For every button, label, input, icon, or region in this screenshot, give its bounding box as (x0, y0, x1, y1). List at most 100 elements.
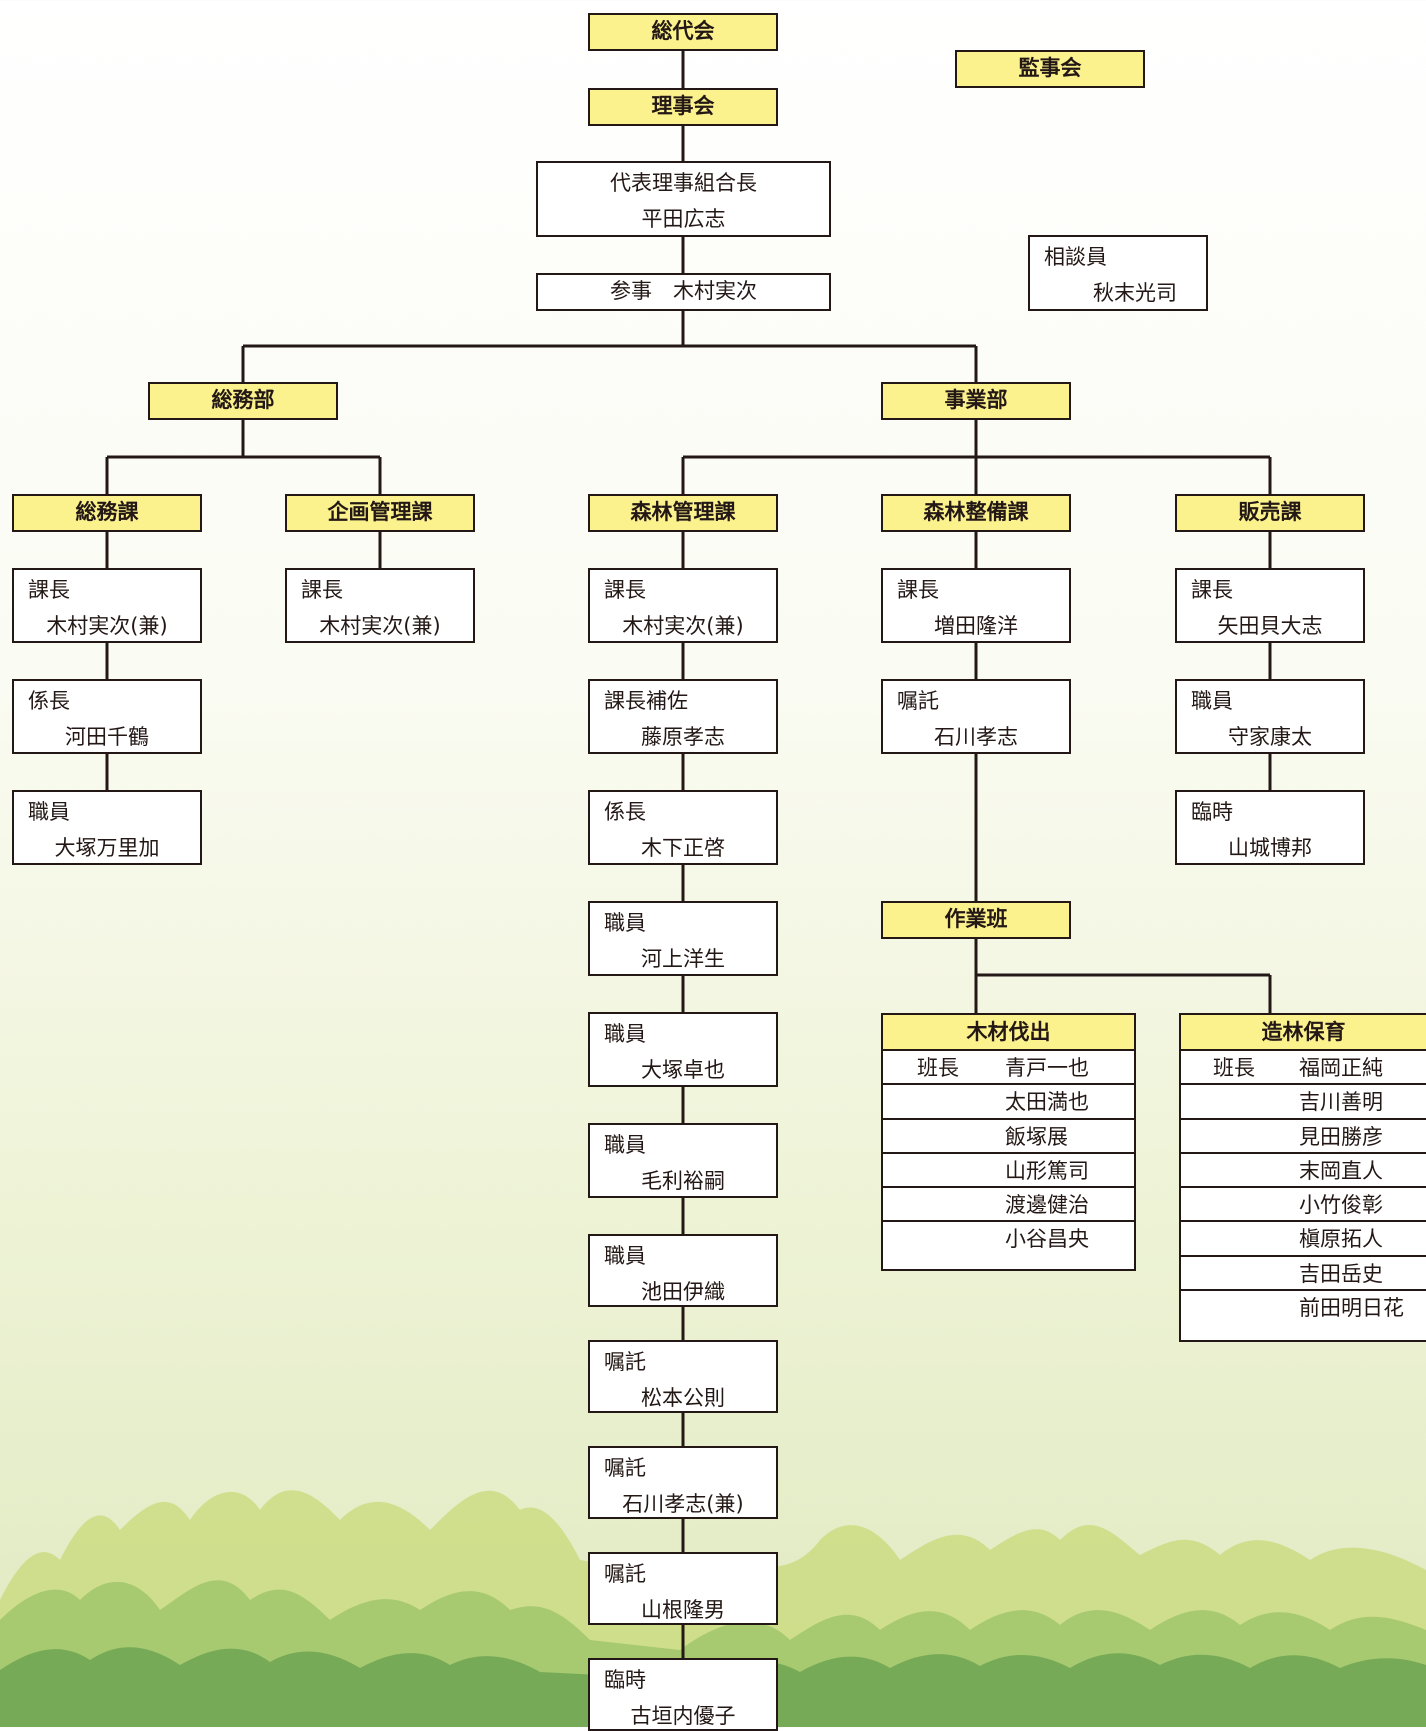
staff-box: 職員 池田伊織 (588, 1234, 778, 1307)
team-row: 班長 福岡正純 (1181, 1051, 1426, 1086)
president-name: 平田広志 (641, 207, 726, 231)
team-row: 小竹俊彰 (1181, 1188, 1426, 1223)
section-shinrin-seibi: 森林整備課 (881, 494, 1071, 532)
team-member: 渡邊健治 (1005, 1193, 1089, 1218)
staff-box: 係長 木下正啓 (588, 790, 778, 865)
general-assembly-box: 総代会 (588, 13, 778, 51)
staff-role: 臨時 (1191, 800, 1233, 824)
section-soumu: 総務課 (12, 494, 202, 532)
counselor-box: 参事 木村実次 (536, 273, 831, 311)
team-member: 小谷昌央 (1005, 1227, 1089, 1252)
staff-box: 職員 河上洋生 (588, 901, 778, 976)
staff-role: 嘱託 (897, 689, 939, 713)
staff-box: 係長 河田千鶴 (12, 679, 202, 754)
advisor-title: 相談員 (1044, 245, 1107, 269)
staff-box: 職員 守家康太 (1175, 679, 1365, 754)
staff-name: 山城博邦 (1228, 836, 1312, 860)
staff-role: 職員 (604, 1133, 646, 1157)
team-row: 太田満也 (883, 1085, 1134, 1120)
staff-box: 嘱託 山根隆男 (588, 1552, 778, 1625)
staff-box: 課長 木村実次(兼) (12, 568, 202, 643)
section-kikaku: 企画管理課 (285, 494, 475, 532)
staff-name: 山根隆男 (641, 1598, 725, 1622)
team-member: 福岡正純 (1299, 1056, 1383, 1080)
team-row: 班長青戸一也 (883, 1051, 1134, 1086)
team-member: 吉田岳史 (1299, 1261, 1383, 1286)
staff-box: 職員 大塚万里加 (12, 790, 202, 865)
staff-name: 毛利裕嗣 (641, 1169, 725, 1193)
team-row: 渡邊健治 (883, 1188, 1134, 1223)
staff-name: 松本公則 (641, 1386, 725, 1410)
staff-role: 課長 (28, 578, 70, 602)
staff-box: 課長 増田隆洋 (881, 568, 1071, 643)
dept-operations: 事業部 (881, 382, 1071, 420)
staff-box: 職員 大塚卓也 (588, 1012, 778, 1087)
team-member: 槇原拓人 (1299, 1227, 1383, 1252)
staff-role: 嘱託 (604, 1350, 646, 1374)
dept-general-affairs: 総務部 (148, 382, 338, 420)
staff-name: 河上洋生 (641, 947, 725, 971)
team-member: 末岡直人 (1299, 1158, 1383, 1183)
team-member: 青戸一也 (1005, 1056, 1089, 1080)
team-row: 前田明日花 (1181, 1291, 1426, 1325)
staff-name: 矢田貝大志 (1217, 614, 1323, 638)
staff-box: 臨時 古垣内優子 (588, 1658, 778, 1731)
staff-name: 藤原孝志 (641, 725, 725, 749)
president-title: 代表理事組合長 (610, 171, 757, 195)
staff-box: 嘱託 石川孝志 (881, 679, 1071, 754)
staff-name: 石川孝志 (934, 725, 1018, 749)
work-crew-box: 作業班 (881, 901, 1071, 939)
staff-role: 職員 (28, 800, 70, 824)
staff-role: 嘱託 (604, 1562, 646, 1586)
team-leader-role: 班長 (1213, 1056, 1255, 1080)
team-member: 見田勝彦 (1299, 1124, 1383, 1149)
team-row: 末岡直人 (1181, 1154, 1426, 1189)
team-title: 造林保育 (1181, 1015, 1426, 1051)
staff-role: 課長補佐 (604, 689, 688, 713)
staff-role: 係長 (28, 689, 70, 713)
staff-box: 臨時 山城博邦 (1175, 790, 1365, 865)
team-row: 槇原拓人 (1181, 1222, 1426, 1257)
team-member: 飯塚展 (1005, 1124, 1068, 1149)
staff-name: 木下正啓 (641, 836, 725, 860)
section-hanbai: 販売課 (1175, 494, 1365, 532)
staff-name: 増田隆洋 (934, 614, 1018, 638)
staff-name: 大塚卓也 (641, 1058, 725, 1082)
staff-box: 課長 木村実次(兼) (285, 568, 475, 643)
team-title: 木材伐出 (883, 1015, 1134, 1051)
advisor-box: 相談員 秋末光司 (1028, 235, 1208, 311)
staff-role: 課長 (301, 578, 343, 602)
team-silviculture: 造林保育 班長 福岡正純 吉川善明 見田勝彦 末岡直人 小竹俊彰 槇原拓人 吉田岳… (1179, 1013, 1426, 1342)
team-member: 小竹俊彰 (1299, 1193, 1383, 1218)
staff-box: 嘱託 石川孝志(兼) (588, 1446, 778, 1519)
staff-role: 臨時 (604, 1668, 646, 1692)
staff-box: 課長 木村実次(兼) (588, 568, 778, 643)
staff-box: 嘱託 松本公則 (588, 1340, 778, 1413)
auditors-box: 監事会 (955, 50, 1145, 88)
staff-role: 職員 (604, 1022, 646, 1046)
team-member: 山形篤司 (1005, 1158, 1089, 1183)
team-row: 吉田岳史 (1181, 1257, 1426, 1292)
counselor-line: 参事 木村実次 (610, 279, 757, 303)
team-logging: 木材伐出 班長青戸一也 太田満也 飯塚展 山形篤司 渡邊健治 小谷昌央 (881, 1013, 1136, 1271)
staff-role: 職員 (604, 1244, 646, 1268)
team-member: 前田明日花 (1299, 1296, 1404, 1321)
staff-role: 嘱託 (604, 1456, 646, 1480)
staff-name: 石川孝志(兼) (622, 1492, 744, 1516)
team-member: 太田満也 (1005, 1090, 1089, 1115)
team-row: 山形篤司 (883, 1154, 1134, 1189)
staff-name: 木村実次(兼) (622, 614, 744, 638)
team-row: 見田勝彦 (1181, 1120, 1426, 1154)
staff-name: 守家康太 (1228, 725, 1312, 749)
staff-name: 木村実次(兼) (46, 614, 168, 638)
staff-name: 池田伊織 (641, 1280, 725, 1304)
staff-role: 職員 (1191, 689, 1233, 713)
board-box: 理事会 (588, 88, 778, 126)
staff-name: 大塚万里加 (54, 836, 160, 860)
advisor-name: 秋末光司 (1093, 281, 1177, 305)
team-member: 吉川善明 (1299, 1090, 1383, 1115)
staff-box: 課長補佐 藤原孝志 (588, 679, 778, 754)
staff-role: 課長 (1191, 578, 1233, 602)
section-shinrin-kanri: 森林管理課 (588, 494, 778, 532)
staff-box: 職員 毛利裕嗣 (588, 1123, 778, 1198)
